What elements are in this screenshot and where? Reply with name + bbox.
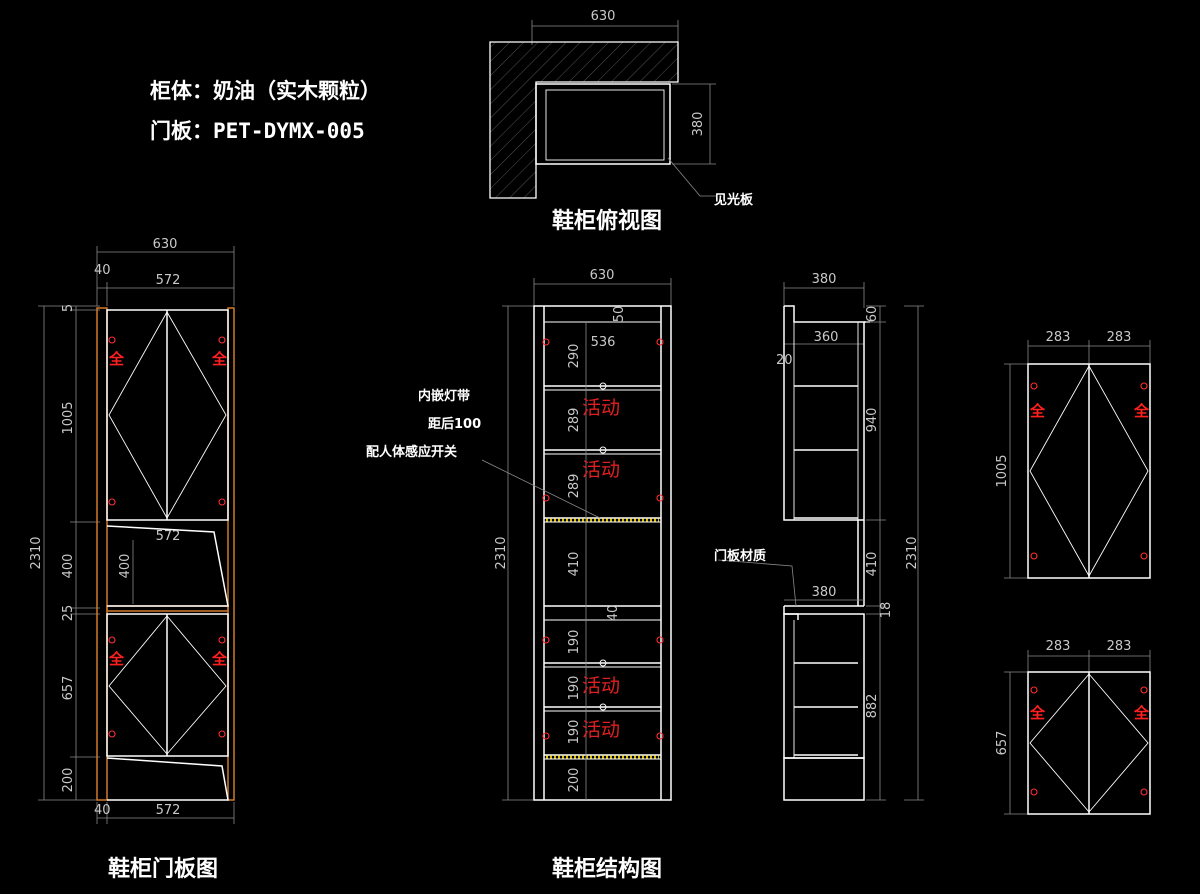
small-door2-full-right: 全 [1133, 704, 1150, 722]
side-inner-dim: 360 [814, 330, 839, 345]
door-dim-1005: 1005 [61, 401, 76, 434]
door-mid-inner-dim: 572 [156, 529, 181, 544]
side-dim-60: 60 [865, 306, 880, 323]
structure-view-title: 鞋柜结构图 [552, 856, 662, 882]
small-door2-w2: 283 [1107, 639, 1132, 654]
top-view: 630 380 见光板 鞋柜俯视图 [489, 9, 754, 234]
door-dim-25: 25 [61, 605, 76, 622]
door-dim-657: 657 [61, 676, 76, 701]
structure-dim-289a: 289 [567, 408, 582, 433]
structure-width-dim: 630 [590, 268, 615, 283]
side-dim-410: 410 [865, 552, 880, 577]
structure-dim-290: 290 [567, 344, 582, 369]
small-door-lower: 283 283 657 全 全 [995, 639, 1151, 815]
small-door1-full-left: 全 [1029, 402, 1046, 420]
structure-dim-200: 200 [567, 768, 582, 793]
small-door-upper: 283 283 1005 全 全 [995, 330, 1151, 579]
door-view-title: 鞋柜门板图 [108, 856, 218, 882]
side-dim-940: 940 [865, 408, 880, 433]
door-width-dim: 630 [153, 237, 178, 252]
light-note-line1: 内嵌灯带 [418, 388, 470, 404]
side-height-dim: 2310 [905, 536, 920, 569]
door-inner-dim: 572 [156, 273, 181, 288]
door-dim-400: 400 [61, 554, 76, 579]
structure-top-gap-dim: 50 [612, 306, 627, 323]
side-dim-18: 18 [879, 602, 894, 619]
side-section: 380 360 20 380 门板材质 [714, 272, 924, 801]
spec-door-text: 门板：PET-DYMX-005 [150, 119, 365, 143]
structure-movable-3: 活动 [582, 675, 620, 697]
door-full-label-br: 全 [211, 650, 228, 668]
top-view-title: 鞋柜俯视图 [552, 208, 662, 234]
structure-dim-190a: 190 [567, 630, 582, 655]
top-view-depth-dim: 380 [691, 112, 706, 137]
structure-height-dim: 2310 [494, 536, 509, 569]
structure-dim-289b: 289 [567, 474, 582, 499]
small-door1-w2: 283 [1107, 330, 1132, 345]
door-side-dim: 40 [94, 263, 111, 278]
light-note-line3: 配人体感应开关 [366, 444, 457, 460]
side-dim-882: 882 [865, 694, 880, 719]
door-bottom-side-dim: 40 [94, 803, 111, 818]
door-dim-200: 200 [61, 768, 76, 793]
structure-movable-1: 活动 [582, 397, 620, 419]
door-full-label-tl: 全 [108, 350, 125, 368]
spec-body-text: 柜体：奶油（实木颗粒） [150, 79, 381, 103]
structure-movable-2: 活动 [582, 459, 620, 481]
small-door2-full-left: 全 [1029, 704, 1046, 722]
small-door2-h: 657 [995, 731, 1010, 756]
top-view-width-dim: 630 [591, 9, 616, 24]
side-mid-dim: 380 [812, 585, 837, 600]
structure-inner-dim: 536 [591, 335, 616, 350]
structure-dim-190c: 190 [567, 720, 582, 745]
small-door2-w1: 283 [1046, 639, 1071, 654]
door-mid-v-dim: 400 [118, 554, 133, 579]
door-material-note: 门板材质 [714, 548, 766, 564]
small-door1-full-right: 全 [1133, 402, 1150, 420]
door-view: 630 40 572 2310 5 1005 400 25 657 200 57… [29, 237, 235, 882]
door-dim-5: 5 [61, 304, 76, 312]
structure-dim-190b: 190 [567, 676, 582, 701]
light-note-line2: 距后100 [428, 416, 481, 432]
structure-movable-4: 活动 [582, 719, 620, 741]
door-full-label-tr: 全 [211, 350, 228, 368]
door-bottom-inner-dim: 572 [156, 803, 181, 818]
structure-view: 630 2310 50 536 290 289 289 41 [366, 268, 672, 882]
small-door1-h: 1005 [995, 454, 1010, 487]
visible-panel-note: 见光板 [714, 192, 754, 208]
structure-dim-40: 40 [606, 605, 621, 622]
small-door1-w1: 283 [1046, 330, 1071, 345]
structure-dim-410: 410 [567, 552, 582, 577]
side-width-dim: 380 [812, 272, 837, 287]
door-full-label-bl: 全 [108, 650, 125, 668]
door-height-dim: 2310 [29, 536, 44, 569]
